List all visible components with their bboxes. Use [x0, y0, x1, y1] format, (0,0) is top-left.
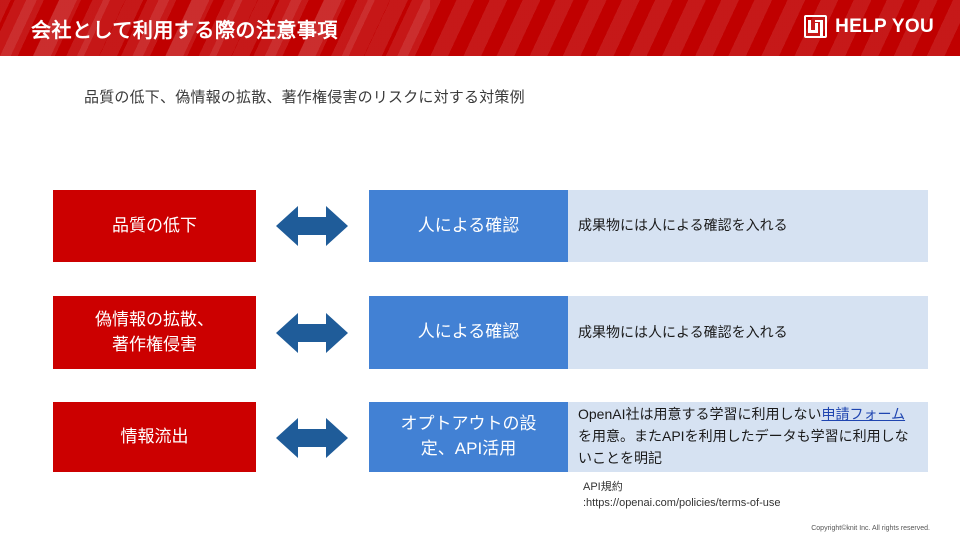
risk-box: 偽情報の拡散、 著作権侵害 — [53, 296, 256, 369]
footnote: API規約 :https://openai.com/policies/terms… — [583, 480, 780, 512]
footnote-line-1: API規約 — [583, 481, 623, 493]
double-arrow-icon — [276, 203, 348, 254]
description-part-2: を用意。またAPIを利用したデータも学習に利用しないことを明記 — [578, 428, 909, 466]
header-stripe-pattern — [0, 0, 960, 56]
description-box: 成果物には人による確認を入れる — [568, 190, 928, 262]
double-arrow-icon — [276, 310, 348, 361]
header-bar: 会社として利用する際の注意事項 HELP YOU — [0, 0, 960, 56]
description-text: OpenAI社は用意する学習に利用しない申請フォームを用意。またAPIを利用した… — [578, 404, 918, 469]
page-title: 会社として利用する際の注意事項 — [31, 20, 338, 42]
action-box: 人による確認 — [369, 296, 568, 369]
description-box: 成果物には人による確認を入れる — [568, 296, 928, 369]
action-text: オプトアウトの設 定、API活用 — [401, 412, 537, 461]
description-part-1: OpenAI社は用意する学習に利用しない — [578, 406, 822, 423]
risk-box: 品質の低下 — [53, 190, 256, 262]
risk-line-1: 偽情報の拡散、 — [95, 309, 214, 329]
risk-line-2: 著作権侵害 — [112, 334, 197, 354]
brand-name: HELP YOU — [835, 15, 934, 37]
header-stripe-pattern-left — [0, 0, 430, 56]
double-arrow-icon — [276, 415, 348, 466]
description-text: 成果物には人による確認を入れる — [578, 217, 788, 234]
action-line-1: オプトアウトの設 — [400, 414, 537, 434]
subtitle: 品質の低下、偽情報の拡散、著作権侵害のリスクに対する対策例 — [84, 89, 525, 106]
description-box: OpenAI社は用意する学習に利用しない申請フォームを用意。またAPIを利用した… — [568, 402, 928, 472]
copyright-text: Copyright©knit Inc. All rights reserved. — [811, 525, 930, 532]
application-form-link[interactable]: 申請フォーム — [821, 406, 906, 423]
knit-logo-icon — [804, 15, 828, 38]
brand-logo: HELP YOU — [804, 15, 934, 38]
risk-text: 偽情報の拡散、 著作権侵害 — [95, 308, 214, 357]
action-box: 人による確認 — [369, 190, 568, 262]
risk-box: 情報流出 — [53, 402, 256, 472]
action-line-2: 定、API活用 — [420, 439, 517, 458]
description-text: 成果物には人による確認を入れる — [578, 323, 788, 340]
footnote-line-2: :https://openai.com/policies/terms-of-us… — [583, 496, 781, 509]
action-box: オプトアウトの設 定、API活用 — [369, 402, 568, 472]
